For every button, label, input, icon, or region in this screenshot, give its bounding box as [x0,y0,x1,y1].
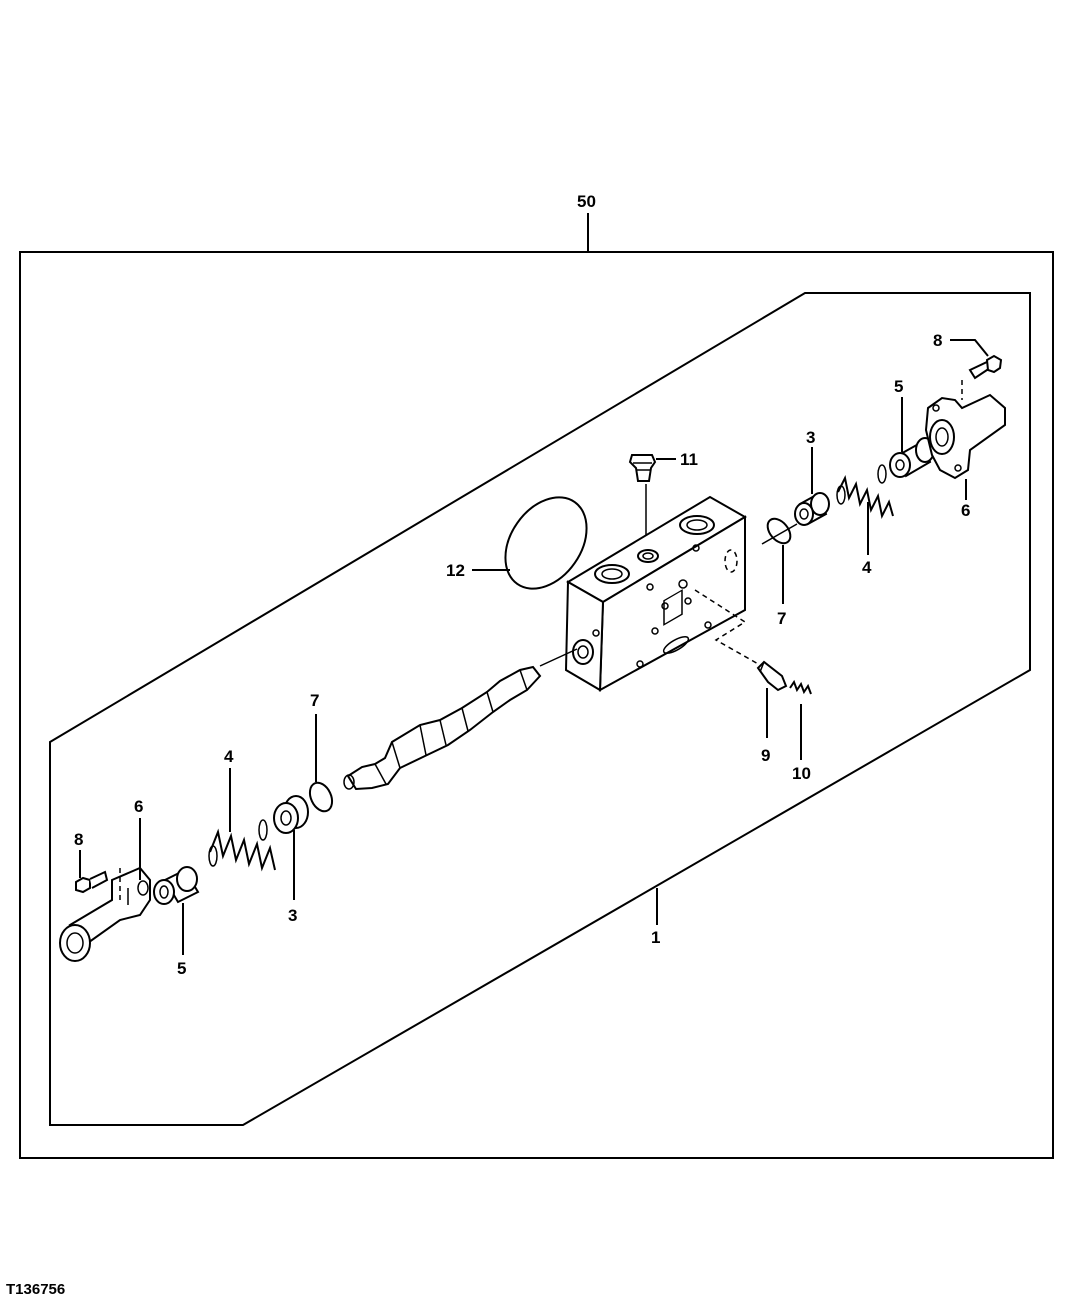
right-axis-line [761,523,798,545]
callout-bolt-right: 8 [933,331,942,350]
bolt-left [75,850,109,894]
assembly-frame [19,251,1054,1159]
callout-oring-right: 7 [777,609,786,628]
oring-left [308,714,334,813]
cover-left [59,818,151,962]
large-oring [472,496,588,590]
callout-spring-right: 4 [862,558,872,577]
callout-cover-left: 6 [134,797,143,816]
poppet [756,660,788,738]
callout-bolt-left: 8 [74,830,83,849]
callout-small-spring: 10 [792,764,811,783]
valve-housing [564,495,747,692]
callout-housing: 1 [651,928,660,947]
bolt-right [950,339,1003,380]
poppet-axis-line [694,589,761,666]
cover-right [924,380,1006,500]
callout-seat-left: 3 [288,906,297,925]
collar-left [153,866,200,955]
spool-axis-line [539,648,578,667]
small-spring [789,679,812,760]
oring-right [766,517,792,604]
callout-oring-left: 7 [310,691,319,710]
callout-seat-right: 3 [806,428,815,447]
callout-spring-left: 4 [224,747,234,766]
callout-poppet: 9 [761,746,770,765]
spool [343,665,542,791]
callout-large-oring: 12 [446,561,465,580]
seat-left [273,795,309,900]
callout-plug: 11 [680,450,698,469]
seat-right [794,447,830,526]
callout-cover-right: 6 [961,501,970,520]
spring-left [208,768,276,872]
callout-collar-left: 5 [177,959,186,978]
callout-assembly: 50 [577,192,596,211]
housing-group-outline [49,292,1031,1126]
figure-code: T136756 [6,1281,65,1298]
callout-collar-right: 5 [894,377,903,396]
spring-right [836,464,894,555]
